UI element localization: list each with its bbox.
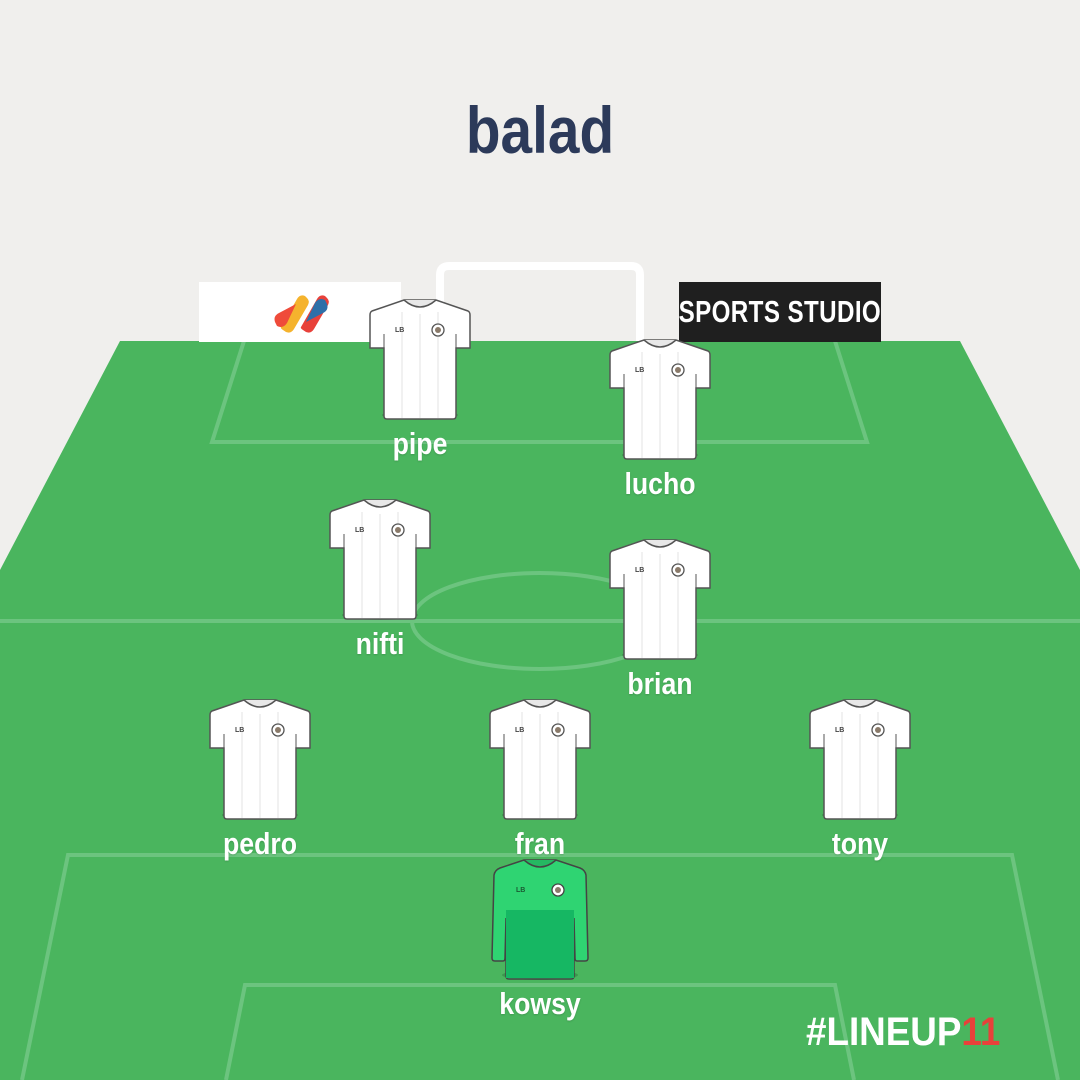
shirt-icon: LB (609, 539, 711, 660)
player-tony[interactable]: LB tony (780, 698, 940, 888)
shirt-badge-text: LB (635, 567, 644, 574)
shirt-badge-text: LB (835, 727, 844, 734)
shirt-badge-text: LB (516, 887, 525, 894)
player-name: kowsy (499, 986, 581, 1021)
player-name: brian (627, 666, 693, 701)
shirt-badge-text: LB (515, 727, 524, 734)
shirt-icon: LB (329, 499, 431, 620)
team-name-title: balad (465, 93, 615, 167)
player-name: lucho (624, 466, 696, 501)
shirt-badge-text: LB (355, 527, 364, 534)
player-name: pipe (392, 426, 448, 461)
hashtag-text: #LINEUP (806, 1010, 962, 1054)
player-name: nifti (355, 626, 405, 661)
player-lucho[interactable]: LB lucho (580, 338, 740, 528)
shirt-badge-text: LB (395, 327, 404, 334)
player-nifti[interactable]: LB nifti (300, 498, 460, 688)
lineup11-logo: #LINEUP11 (806, 1010, 1018, 1060)
shirt-icon: LB (609, 339, 711, 460)
player-pipe[interactable]: LB pipe (340, 298, 500, 488)
sponsor-board-right: SPORTS STUDIO (679, 282, 881, 342)
shirt-badge-text: LB (635, 367, 644, 374)
shirt-icon: LB (369, 299, 471, 420)
sponsor-board-left (199, 282, 401, 342)
player-name: fran (514, 826, 566, 861)
shirt-badge-text: LB (235, 727, 244, 734)
shirt-icon: LB (209, 699, 311, 820)
player-pedro[interactable]: LB pedro (180, 698, 340, 888)
player-name: pedro (222, 826, 298, 861)
goalkeeper-shirt-icon: LB (491, 859, 589, 980)
player-name: tony (831, 826, 889, 861)
ss-logo-icon (274, 295, 329, 333)
player-kowsy[interactable]: LB kowsy (460, 858, 620, 1048)
hashtag-number: 11 (961, 1010, 1001, 1054)
shirt-icon: LB (809, 699, 911, 820)
player-brian[interactable]: LB brian (580, 538, 740, 728)
shirt-icon: LB (489, 699, 591, 820)
sponsor-text: SPORTS STUDIO (678, 294, 882, 329)
player-fran[interactable]: LB fran (460, 698, 620, 888)
